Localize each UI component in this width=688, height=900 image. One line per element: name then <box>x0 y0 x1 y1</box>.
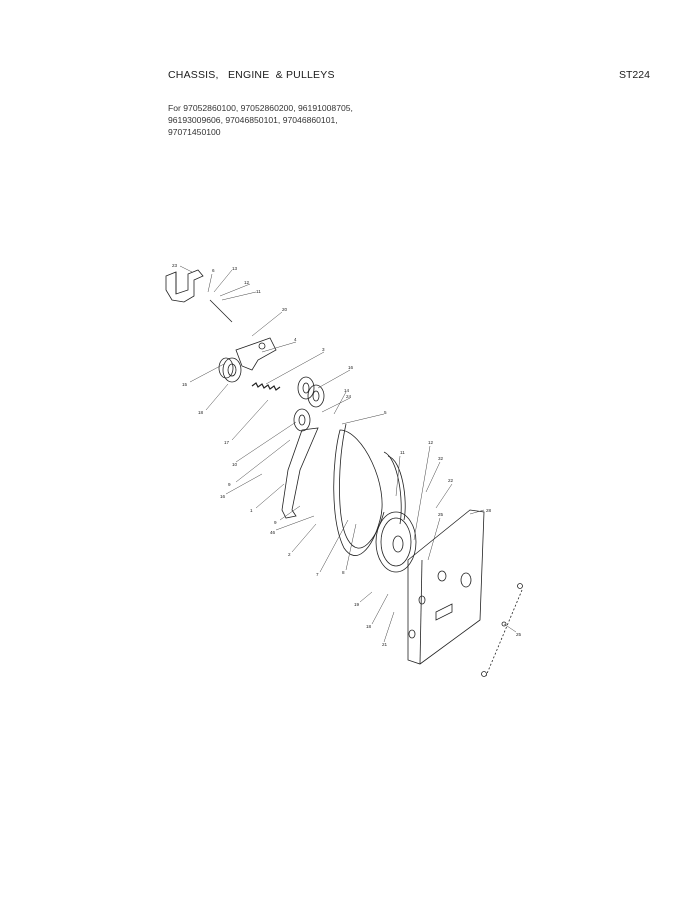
tension-arm-part <box>281 427 319 519</box>
belt-part <box>333 423 406 556</box>
diagram-callout: 17 <box>224 440 230 445</box>
diagram-callout: 25 <box>438 512 444 517</box>
bracket-part <box>165 269 204 303</box>
model-number: ST224 <box>619 69 650 81</box>
diagram-callout: 14 <box>344 388 350 393</box>
applicable-models-line: 97071450100 <box>168 127 221 137</box>
diagram-callout: 2 <box>288 552 291 557</box>
diagram-callout: 18 <box>198 410 204 415</box>
applicable-models-line: 96193009606, 97046850101, 97046860101, <box>168 115 338 125</box>
diagram-callout: 7 <box>316 572 319 577</box>
diagram-callout: 12 <box>428 440 434 445</box>
spring-part <box>251 382 281 391</box>
diagram-callout: 9 <box>274 520 277 525</box>
diagram-callout: 5 <box>384 410 387 415</box>
page-title: CHASSIS, ENGINE & PULLEYS <box>168 69 335 81</box>
diagram-callout: 24 <box>346 394 352 399</box>
diagram-callout: 32 <box>438 456 444 461</box>
diagram-callout: 3 <box>322 347 325 352</box>
diagram-callouts: 23 6 13 12 11 20 4 3 16 15 18 17 24 10 1… <box>172 263 522 647</box>
rod-part <box>209 299 233 323</box>
bolt-line <box>485 589 523 677</box>
diagram-callout: 1 <box>250 508 253 513</box>
diagram-callout: 25 <box>516 632 522 637</box>
diagram-callout: 23 <box>172 263 178 268</box>
double-pulley-part <box>293 376 325 432</box>
engine-plate-part <box>407 509 485 665</box>
diagram-callout: 22 <box>448 478 454 483</box>
diagram-callout: 46 <box>270 530 276 535</box>
diagram-callout: 11 <box>400 450 405 455</box>
diagram-callout: 16 <box>220 494 226 499</box>
applicable-models: For 97052860100, 97052860200, 9619100870… <box>168 102 428 138</box>
diagram-callout: 28 <box>486 508 492 513</box>
diagram-callout: 6 <box>212 268 215 273</box>
idler-pulley-part <box>218 357 242 383</box>
diagram-callout: 21 <box>382 642 388 647</box>
diagram-callout: 13 <box>232 266 238 271</box>
diagram-callout: 4 <box>294 337 297 342</box>
diagram-callout: 15 <box>182 382 188 387</box>
engine-pulley-part <box>375 511 417 573</box>
applicable-models-line: For 97052860100, 97052860200, 9619100870… <box>168 103 353 113</box>
diagram-callout: 18 <box>366 624 372 629</box>
diagram-callout: 12 <box>244 280 250 285</box>
diagram-callout: 10 <box>232 462 238 467</box>
diagram-callout: 20 <box>282 307 288 312</box>
diagram-callout: 16 <box>348 365 354 370</box>
diagram-callout: 11 <box>256 289 261 294</box>
idler-arm-part <box>235 337 277 371</box>
diagram-callout: 9 <box>228 482 231 487</box>
diagram-callout: 19 <box>354 602 360 607</box>
diagram-callout: 8 <box>342 570 345 575</box>
